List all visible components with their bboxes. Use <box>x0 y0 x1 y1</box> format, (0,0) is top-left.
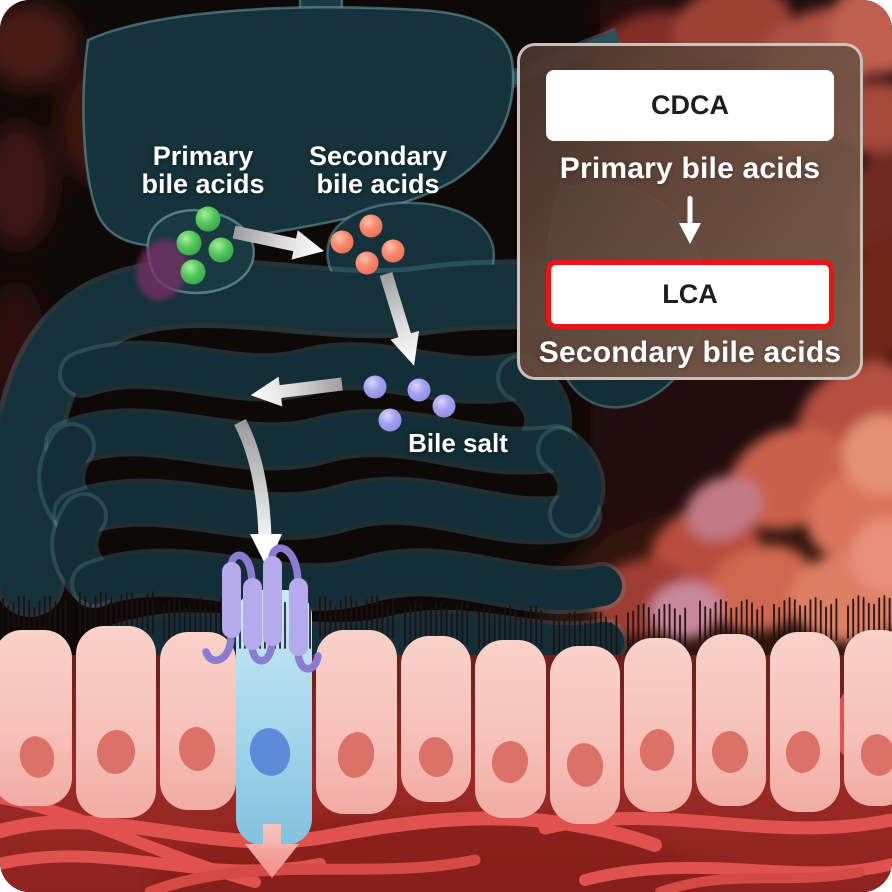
legend-down-arrow-icon <box>679 196 701 244</box>
epithelial-cell <box>76 591 156 818</box>
label-secondary-line2: bile acids <box>316 169 440 199</box>
cell-nucleus <box>96 730 136 774</box>
secondary-bile-acid-dot <box>359 214 383 238</box>
label-secondary-bile-acids: Secondary bile acids <box>304 142 452 198</box>
cell-nucleus <box>337 732 375 778</box>
epithelial-cell <box>696 599 766 806</box>
label-primary-line2: bile acids <box>141 169 265 199</box>
legend-primary-abbr-box: CDCA <box>546 70 834 141</box>
epithelial-cell <box>475 605 546 818</box>
cell-nucleus <box>566 743 604 787</box>
colon <box>0 260 622 612</box>
cell-body <box>550 646 620 824</box>
microvilli <box>404 601 469 645</box>
legend-secondary-abbr-box: LCA <box>546 260 834 329</box>
cell-body <box>624 638 692 812</box>
secondary-bile-acid-dot <box>355 251 379 275</box>
arrow-secondary-to-bile-salt <box>379 272 420 366</box>
epithelial-cell <box>401 601 471 802</box>
epithelial-cell <box>844 595 892 806</box>
cell-body <box>76 626 156 818</box>
arrow-to-receptor <box>234 418 282 568</box>
epithelial-cell <box>550 611 620 824</box>
label-secondary-line1: Secondary <box>308 141 448 171</box>
enterocyte-blue-cell <box>202 544 322 878</box>
epithelial-cell <box>316 595 397 814</box>
cell-nucleus <box>178 727 216 771</box>
label-primary-line1: Primary <box>152 141 254 171</box>
arrow-bile-salt-left <box>250 376 343 407</box>
cell-body <box>0 630 72 806</box>
label-bile-salt-text: Bile salt <box>408 428 508 458</box>
particles-layer <box>176 206 456 432</box>
cell-nucleus <box>418 737 454 777</box>
legend-secondary-abbr: LCA <box>662 279 718 309</box>
primary-bile-acid-dot <box>176 230 202 256</box>
primary-bile-acid-dot <box>180 259 206 285</box>
bile-salt-dot <box>432 394 456 418</box>
hepatic-tissue-magenta <box>136 239 188 301</box>
epithelium-layer <box>0 591 892 824</box>
cell-body <box>770 632 840 812</box>
primary-bile-acid-dot <box>208 237 234 263</box>
secondary-bile-acid-dot <box>381 239 405 263</box>
cell-nucleus <box>711 731 749 773</box>
cell-body <box>696 634 766 806</box>
bile-acid-receptor <box>202 544 322 673</box>
cell-nucleus <box>19 736 55 778</box>
cell-nucleus <box>639 729 675 771</box>
label-primary-bile-acids: Primary bile acids <box>132 142 274 198</box>
epithelial-cell <box>770 597 840 812</box>
arrow-primary-to-secondary <box>232 225 324 260</box>
flow-arrows <box>232 225 420 568</box>
legend-primary-caption: Primary bile acids <box>559 152 821 185</box>
cell-body <box>401 636 471 802</box>
epithelial-cell <box>624 603 692 812</box>
small-intestine <box>37 340 628 672</box>
blue-cell-nucleus <box>249 728 291 776</box>
absorption-arrow-down <box>245 824 299 878</box>
cell-nucleus <box>785 731 821 773</box>
bile-salt-dot <box>407 378 431 402</box>
cell-nucleus <box>860 734 892 776</box>
bile-salt-dot <box>378 408 402 432</box>
cell-body <box>844 630 892 806</box>
cell-body <box>475 640 546 818</box>
cell-body <box>316 630 397 814</box>
primary-bile-acid-dot <box>195 206 221 232</box>
secondary-bile-acid-dot <box>330 230 354 254</box>
epithelial-cell <box>0 595 72 806</box>
legend-primary-abbr: CDCA <box>651 90 729 120</box>
cell-nucleus <box>491 741 529 783</box>
label-bile-salt: Bile salt <box>392 429 524 457</box>
legend-panel: CDCA Primary bile acids LCA Secondary bi… <box>517 43 863 380</box>
liver <box>82 6 515 248</box>
cell-body <box>160 632 236 810</box>
legend-secondary-caption: Secondary bile acids <box>538 336 842 369</box>
bile-salt-dot <box>363 375 387 399</box>
